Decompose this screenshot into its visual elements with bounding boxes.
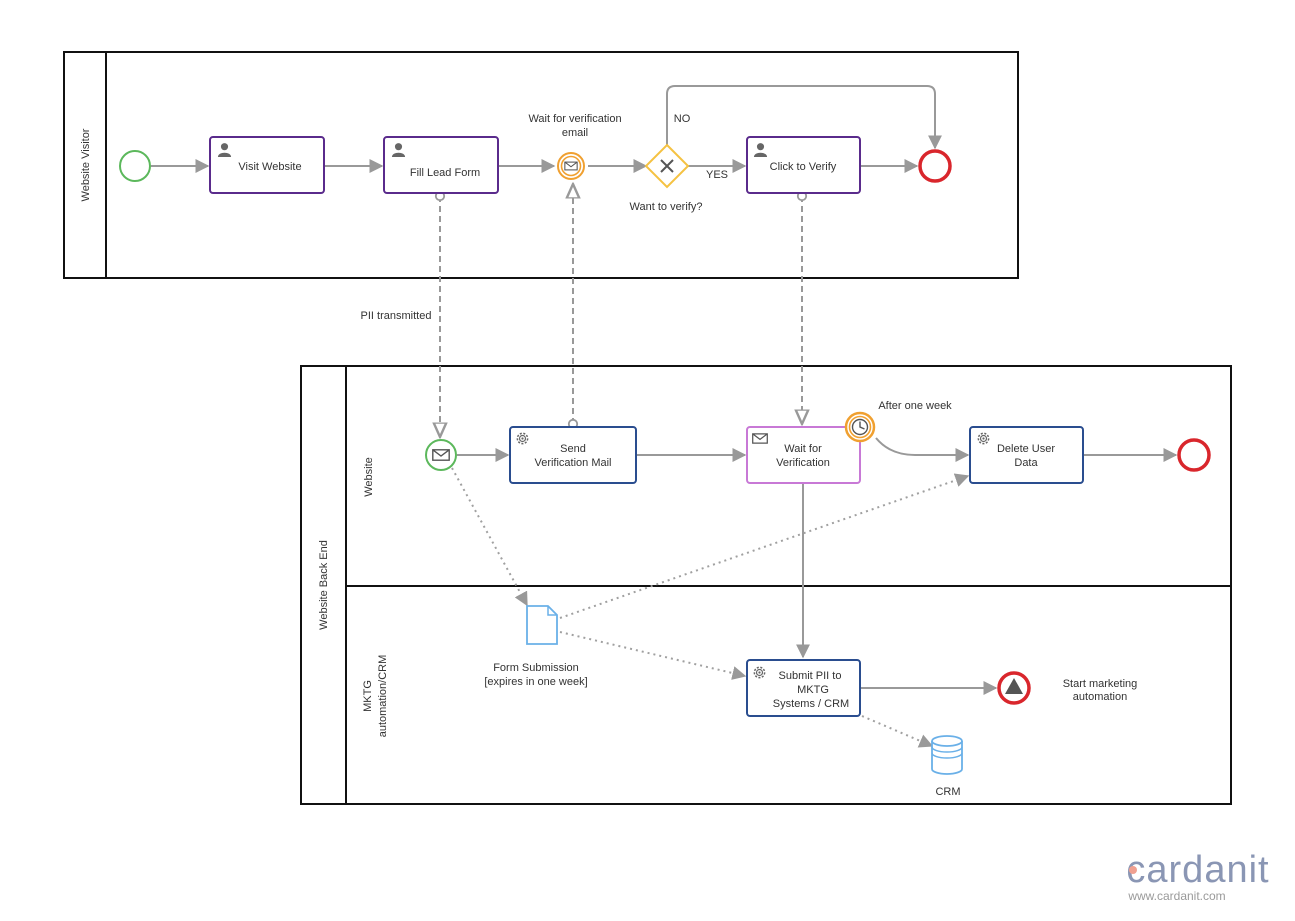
message-start-event[interactable] [425, 439, 457, 471]
lane-label-automation-crm: automation/CRM [377, 655, 389, 738]
sequence-flows-backend [457, 437, 1178, 695]
task-label-wait-line1: Wait for [784, 443, 822, 455]
logo-url: www.cardanit.com [1127, 889, 1225, 903]
envelope-icon [432, 449, 450, 461]
task-label-submit-line3: Systems / CRM [773, 698, 849, 710]
event-wait-for-verification-email[interactable]: Wait for verification email [528, 113, 622, 180]
task-label-send-line2: Verification Mail [534, 457, 611, 469]
task-send-verification-mail[interactable]: Send Verification Mail [509, 426, 637, 484]
lane-label-mktg: MKTG [362, 680, 374, 712]
data-store-crm[interactable]: CRM [931, 735, 963, 798]
pii-transmitted-label: PII transmitted [361, 310, 432, 322]
task-delete-user-data[interactable]: Delete User Data [969, 426, 1084, 484]
task-click-to-verify[interactable]: Click to Verify [746, 136, 861, 194]
task-label-wait-line2: Verification [776, 457, 830, 469]
document-icon [526, 605, 558, 645]
form-submission-label-line2: [expires in one week] [484, 676, 587, 688]
gateway-yes-label: YES [706, 169, 728, 181]
triangle-icon [1005, 678, 1023, 694]
sequence-flows-visitor [151, 85, 942, 173]
crm-label: CRM [935, 786, 960, 798]
task-submit-pii[interactable]: Submit PII to MKTG Systems / CRM [746, 659, 861, 717]
logo-accent-dot [1129, 866, 1137, 874]
start-marketing-line1: Start marketing [1063, 678, 1138, 690]
logo-wordmark: cardanit [1126, 849, 1269, 891]
event-label-wait-line2: email [562, 127, 588, 139]
start-marketing-line2: automation [1073, 691, 1127, 703]
gateway-no-label: NO [674, 113, 691, 125]
start-event[interactable] [119, 150, 151, 182]
end-event-visitor[interactable] [918, 149, 952, 183]
task-label-delete-line2: Data [1014, 457, 1038, 469]
x-icon [660, 159, 674, 173]
form-submission-label-line1: Form Submission [493, 662, 579, 674]
end-event-website[interactable] [1177, 438, 1211, 472]
associations [451, 467, 970, 748]
event-label-wait-line1: Wait for verification [528, 113, 621, 125]
cardanit-logo: cardanit www.cardanit.com [1126, 849, 1269, 903]
boundary-timer-event[interactable]: After one week [844, 400, 952, 443]
task-fill-lead-form[interactable]: Fill Lead Form [383, 136, 499, 194]
pool-label-website-back-end: Website Back End [318, 540, 330, 630]
timer-label: After one week [878, 400, 952, 412]
gateway-want-to-verify[interactable]: Want to verify? NO YES [630, 113, 728, 213]
gateway-label: Want to verify? [630, 201, 703, 213]
envelope-icon [564, 161, 578, 171]
task-label-visit-website: Visit Website [238, 161, 301, 173]
task-label-submit-line1: Submit PII to [779, 670, 842, 682]
task-wait-for-verification[interactable]: Wait for Verification [746, 426, 861, 484]
task-label-send-line1: Send [560, 443, 586, 455]
data-object-form-submission[interactable]: Form Submission [expires in one week] [484, 605, 588, 688]
end-event-signal[interactable]: Start marketing automation [997, 671, 1138, 705]
task-label-fill-lead-form: Fill Lead Form [410, 167, 480, 179]
task-label-click-to-verify: Click to Verify [770, 161, 837, 173]
lane-label-website: Website [363, 457, 375, 497]
task-label-delete-line1: Delete User [997, 443, 1055, 455]
pool-label-website-visitor: Website Visitor [80, 128, 92, 201]
task-label-submit-line2: MKTG [797, 684, 829, 696]
database-icon [931, 735, 963, 775]
task-visit-website[interactable]: Visit Website [209, 136, 325, 194]
message-flows: PII transmitted [361, 184, 802, 437]
envelope-icon [752, 433, 768, 444]
clock-icon [851, 418, 869, 436]
